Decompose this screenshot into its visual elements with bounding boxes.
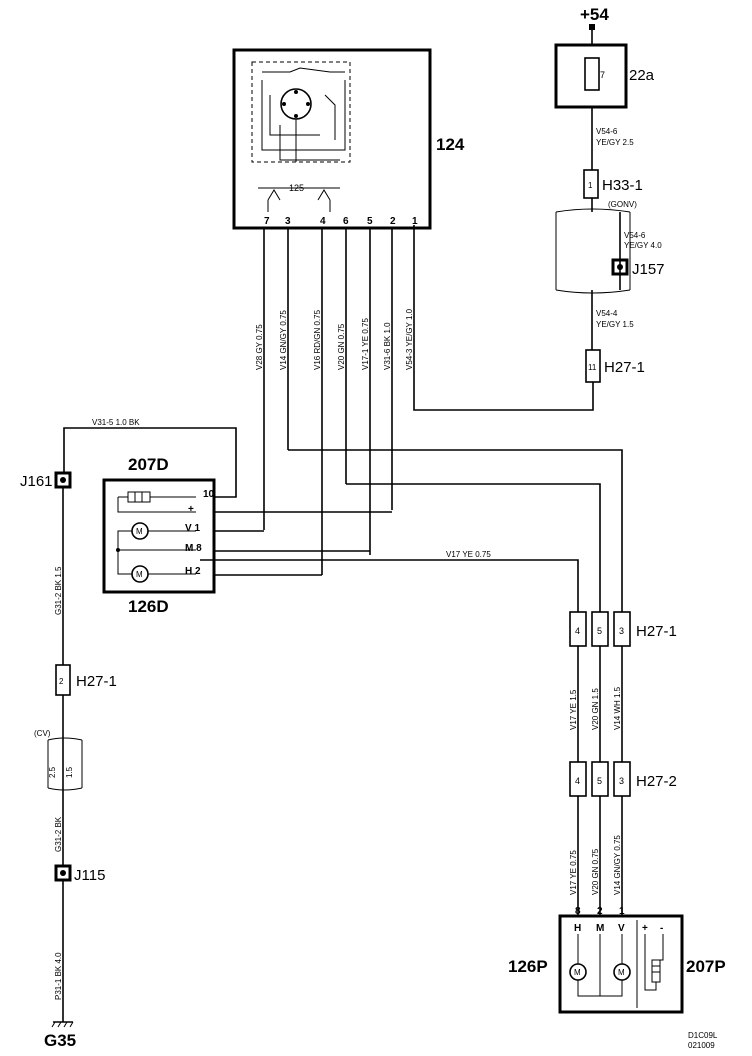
svg-text:V54-6: V54-6 [596,127,618,136]
svg-text:H27-1: H27-1 [636,623,677,640]
svg-text:207D: 207D [128,455,169,474]
svg-text:1: 1 [588,181,593,190]
connector-h27-1-right: 4 5 3 [569,611,631,647]
svg-text:1: 1 [619,906,625,917]
svg-text:V14 GN/GY 0.75: V14 GN/GY 0.75 [279,310,288,370]
svg-text:M: M [618,968,625,977]
heater-element-right [651,959,661,983]
fuse-box-22a [554,43,628,109]
svg-text:H27-2: H27-2 [636,773,677,790]
svg-text:5: 5 [367,216,373,227]
svg-text:7: 7 [600,70,605,80]
supply-terminal [589,24,595,30]
svg-text:V54-6: V54-6 [624,231,646,240]
svg-text:M: M [136,527,143,536]
svg-text:4: 4 [320,216,326,227]
svg-text:2: 2 [59,677,64,686]
svg-text:3: 3 [285,216,291,227]
svg-text:V14 WH 1.5: V14 WH 1.5 [613,686,622,730]
svg-text:M: M [136,570,143,579]
mirror-left-207d-126d [102,478,216,594]
svg-text:124: 124 [436,135,465,154]
svg-text:-: - [660,923,663,934]
splice-j157 [611,258,629,276]
svg-text:V28 GY 0.75: V28 GY 0.75 [255,324,264,370]
svg-text:H 2: H 2 [185,566,201,577]
svg-text:J115: J115 [74,867,105,884]
svg-text:G31-2 BK: G31-2 BK [54,816,63,852]
svg-text:P31-1 BK 4.0: P31-1 BK 4.0 [54,952,63,1000]
svg-text:V20 GN 0.75: V20 GN 0.75 [337,323,346,370]
svg-text:G35: G35 [44,1031,76,1050]
svg-text:V14 GN/GY 0.75: V14 GN/GY 0.75 [613,835,622,895]
svg-text:+: + [642,923,648,934]
svg-text:D1C09L: D1C09L [688,1031,718,1040]
svg-text:4: 4 [575,626,580,636]
connector-h27-2: 4 5 3 [569,761,631,797]
svg-text:2.5: 2.5 [48,766,57,778]
svg-text:8: 8 [575,906,581,917]
svg-text:J161: J161 [20,473,53,490]
fuse-7 [584,57,600,91]
svg-text:M 8: M 8 [185,543,202,554]
svg-text:3: 3 [619,776,624,786]
svg-text:(CV): (CV) [34,729,51,738]
svg-text:V17 YE 0.75: V17 YE 0.75 [446,550,491,559]
mirror-right-126p-207p [558,914,684,1014]
svg-text:G31-2 BK 1.5: G31-2 BK 1.5 [54,566,63,615]
svg-text:021009: 021009 [688,1041,715,1050]
svg-text:V20 GN 0.75: V20 GN 0.75 [591,848,600,895]
svg-text:V: V [618,923,625,934]
svg-text:YE/GY 2.5: YE/GY 2.5 [596,138,634,147]
supply-label: +54 [580,5,609,24]
svg-text:H27-1: H27-1 [76,673,117,690]
svg-text:V31-6 BK 1.0: V31-6 BK 1.0 [383,322,392,370]
svg-text:2: 2 [597,906,603,917]
svg-text:+: + [188,504,194,515]
mirror-right-pins: 8 2 1 H M V + - [574,906,663,934]
svg-text:7: 7 [264,216,270,227]
svg-text:H27-1: H27-1 [604,359,645,376]
svg-text:V17 YE 1.5: V17 YE 1.5 [569,689,578,730]
svg-text:5: 5 [597,776,602,786]
switch-inner [251,61,351,163]
svg-text:V20 GN 1.5: V20 GN 1.5 [591,688,600,730]
svg-text:V17-1 YE 0.75: V17-1 YE 0.75 [361,318,370,370]
svg-text:V 1: V 1 [185,523,200,534]
switch-pins: 7 3 4 6 5 2 1 [264,216,418,227]
svg-text:126D: 126D [128,597,169,616]
svg-text:V16 RD/GN 0.75: V16 RD/GN 0.75 [313,309,322,370]
svg-text:YE/GY 1.5: YE/GY 1.5 [596,320,634,329]
heater-element-left [127,491,151,503]
svg-text:10: 10 [203,489,215,500]
svg-text:(GONV): (GONV) [608,200,637,209]
mirror-switch-124 [232,48,432,230]
svg-text:126P: 126P [508,957,548,976]
svg-text:3: 3 [619,626,624,636]
mirror-left-pins: 10 + V 1 M 8 H 2 [185,489,215,577]
svg-text:6: 6 [343,216,349,227]
svg-text:H33-1: H33-1 [602,177,643,194]
svg-text:V54-4: V54-4 [596,309,618,318]
svg-text:V54-3 YE/GY 1.0: V54-3 YE/GY 1.0 [405,308,414,370]
svg-text:207P: 207P [686,957,726,976]
svg-text:2: 2 [390,216,396,227]
connector-h33-1 [583,169,599,199]
harness-cv [47,737,83,791]
svg-text:YE/GY 4.0: YE/GY 4.0 [624,241,662,250]
svg-text:J157: J157 [632,261,665,278]
svg-text:M: M [596,923,604,934]
svg-text:V31-5 1.0 BK: V31-5 1.0 BK [92,418,140,427]
svg-text:4: 4 [575,776,580,786]
svg-text:5: 5 [597,626,602,636]
svg-text:M: M [574,968,581,977]
svg-text:H: H [574,923,581,934]
svg-text:V17 YE 0.75: V17 YE 0.75 [569,850,578,895]
harness-gonv [555,208,631,294]
svg-text:1: 1 [412,216,418,227]
svg-text:1.5: 1.5 [65,766,74,778]
svg-text:11: 11 [588,363,597,372]
fuse-box-label: 22a [629,67,655,84]
